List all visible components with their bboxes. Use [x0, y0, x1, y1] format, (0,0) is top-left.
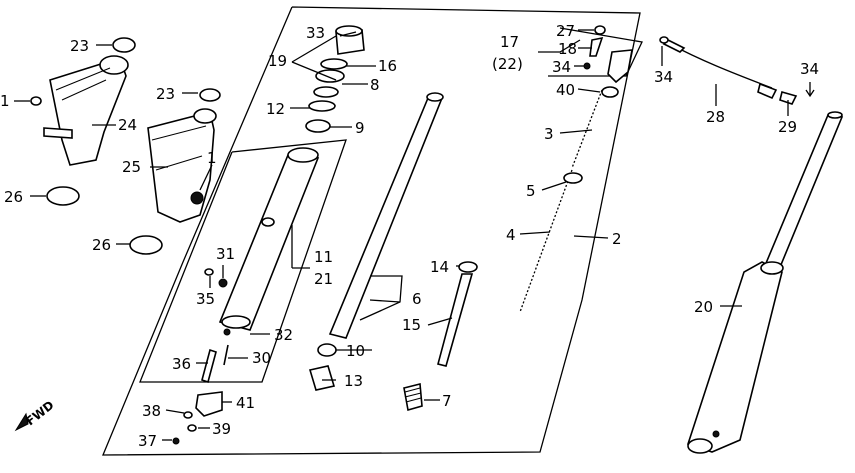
callout-5: 5 [526, 182, 536, 200]
bolt-1-left [30, 96, 42, 106]
callout-35: 35 [196, 290, 215, 308]
top-washer-stack [305, 25, 365, 133]
callout-40: 40 [556, 81, 575, 99]
callout-13: 13 [344, 372, 363, 390]
callout-26: 26 [4, 188, 23, 206]
callout-2: 2 [612, 230, 622, 248]
callout-1: 1 [0, 92, 10, 110]
callout-28: 28 [706, 108, 725, 126]
fork-tube-subassembly-outline [139, 139, 347, 383]
callout-24: 24 [118, 116, 137, 134]
callout-37: 37 [138, 432, 157, 450]
callout-12: 12 [266, 100, 285, 118]
main-fork-spring [519, 89, 603, 313]
bolt-37 [172, 437, 180, 445]
lower-fork-bracket [147, 108, 217, 223]
oring-34-left [659, 36, 669, 44]
outer-fork-tube [218, 147, 320, 331]
top-bolt-subgroup-outline [548, 27, 643, 77]
ring-10 [317, 343, 337, 357]
callout-34: 34 [552, 58, 571, 76]
callout-11: 11 [314, 248, 333, 266]
cap-23-lower [199, 88, 221, 102]
callout-41: 41 [236, 394, 255, 412]
callout-16: 16 [378, 57, 397, 75]
piece-13 [308, 365, 336, 391]
callout-25: 25 [122, 158, 141, 176]
callout-22: (22) [492, 55, 523, 73]
rebound-spring [403, 382, 423, 412]
callout-30: 30 [252, 349, 271, 367]
cap-23-top [112, 37, 136, 53]
damper-rod [437, 261, 478, 367]
fork-top-bolt [583, 25, 633, 98]
callout-9: 9 [355, 119, 365, 137]
fwd-label: FWD [23, 398, 56, 428]
callout-38: 38 [142, 402, 161, 420]
fork-assembly-20 [686, 111, 844, 454]
callout-26: 26 [92, 236, 111, 254]
callout-36: 36 [172, 355, 191, 373]
callout-3: 3 [544, 125, 554, 143]
pin-30 [223, 344, 229, 366]
air-hose-28 [662, 39, 778, 100]
callout-20: 20 [694, 298, 713, 316]
callout-21: 21 [314, 270, 333, 288]
assembly-outline [102, 6, 641, 456]
callout-7: 7 [442, 392, 452, 410]
callout-34: 34 [654, 68, 673, 86]
callout-17: 17 [500, 33, 519, 51]
bolt-38 [183, 411, 193, 419]
callout-32: 32 [274, 326, 293, 344]
bolt-31 [218, 278, 228, 288]
leader-lines [14, 29, 789, 441]
callout-33: 33 [306, 24, 325, 42]
inner-fork-tube [328, 92, 444, 339]
callout-23: 23 [156, 85, 175, 103]
washer-35 [204, 268, 214, 276]
callout-1: 1 [207, 149, 217, 167]
plug-32 [223, 328, 231, 336]
callout-39: 39 [212, 420, 231, 438]
callout-34: 34 [800, 60, 819, 78]
seal-26-lower [129, 235, 163, 255]
forward-direction-arrow: FWD [14, 398, 57, 432]
washer-39 [187, 424, 197, 432]
upper-fork-bracket [43, 55, 129, 166]
callout-14: 14 [430, 258, 449, 276]
callout-19: 19 [268, 52, 287, 70]
callout-23: 23 [70, 37, 89, 55]
callout-27: 27 [556, 22, 575, 40]
callout-18: 18 [558, 40, 577, 58]
fitting-29 [779, 91, 798, 105]
callout-31: 31 [216, 245, 235, 263]
pin-36 [201, 348, 217, 384]
callout-4: 4 [506, 226, 516, 244]
seal-26-upper [46, 186, 80, 206]
axle-holder-41 [195, 391, 223, 417]
arrow-34 [805, 82, 815, 98]
callout-15: 15 [402, 316, 421, 334]
callout-numbers: 23 1 24 23 1 25 26 26 33 19 16 8 12 9 11… [0, 22, 819, 450]
callout-10: 10 [346, 342, 365, 360]
callout-29: 29 [778, 118, 797, 136]
callout-8: 8 [370, 76, 380, 94]
callout-6: 6 [412, 290, 422, 308]
